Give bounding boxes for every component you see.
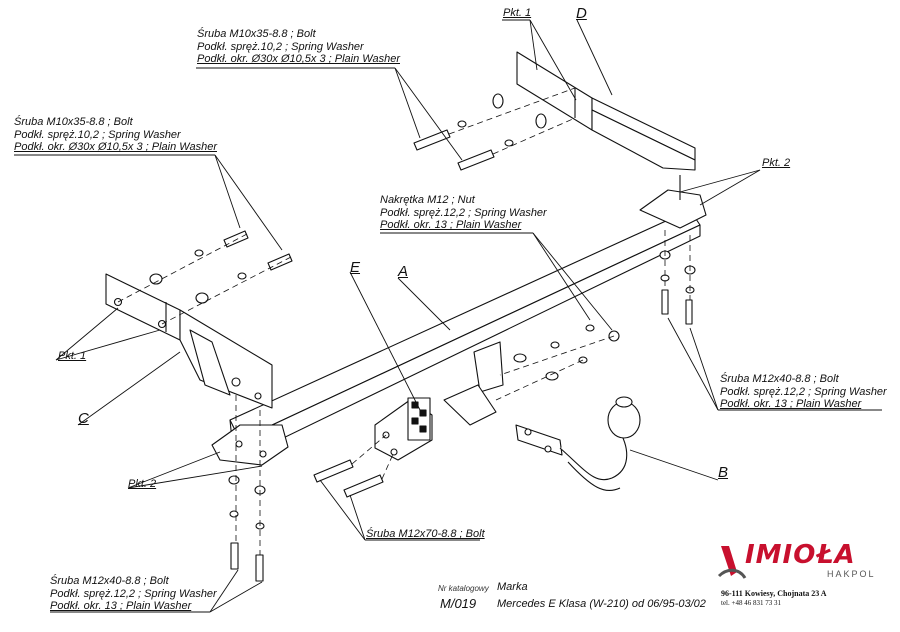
bolt-set-left [149,230,293,304]
label-left-bolt: Śruba M10x35-8.8 ; Bolt Podkł. spręż.10,… [14,116,217,153]
label-top-bolt: Śruba M10x35-8.8 ; Bolt Podkł. spręż.10,… [197,28,400,65]
pkt1-left: Pkt. 1 [58,350,87,362]
bolt-set-upper [413,93,547,171]
vehicle-model: Mercedes E Klasa (W-210) od 06/95-03/02 [497,598,706,610]
left-bracket-c [105,273,273,409]
leader-lines [14,19,882,613]
company-logo: IMIOŁA HAKPOL 96-111 Kowiesy, Chojnata 2… [717,540,887,620]
nut-set [513,324,620,381]
logo-mark-icon [717,546,747,579]
bolt-set-bottom-vertical [228,475,266,582]
part-letter-d: D [576,5,587,22]
center-socket-plate-e [374,341,504,461]
part-letter-e: E [350,259,361,276]
part-letter-c: C [78,410,89,427]
assembly-lines [117,87,691,555]
left-mount-plate [211,424,289,466]
label-nut: Nakrętka M12 ; Nut Podkł. spręż.12,2 ; S… [380,194,547,231]
logo-name: IMIOŁA [745,540,856,570]
logo-sub: HAKPOL [827,569,876,579]
company-phone: tel. +48 46 831 73 31 [721,599,781,607]
tow-ball-neck-b [515,396,641,492]
label-long-bolt: Śruba M12x70-8.8 ; Bolt [366,528,485,540]
pkt2-right: Pkt. 2 [762,157,791,169]
label-bottom-left-bolt: Śruba M12x40-8.8 ; Bolt Podkł. spręż.12,… [50,575,217,612]
long-bolts [313,459,384,498]
company-address: 96-111 Kowiesy, Chojnata 23 A [721,589,827,598]
part-letter-b: B [718,464,729,481]
pkt1-top: Pkt. 1 [503,7,532,19]
part-letter-a: A [398,263,409,280]
label-right-bolt: Śruba M12x40-8.8 ; Bolt Podkł. spręż.12,… [720,373,887,410]
catalog-caption: Nr katalogowy [438,584,489,593]
right-bracket-d [516,51,707,229]
catalog-number: M/019 [440,596,477,611]
pkt2-left: Pkt. 2 [128,478,157,490]
brand-caption: Marka [497,581,528,593]
